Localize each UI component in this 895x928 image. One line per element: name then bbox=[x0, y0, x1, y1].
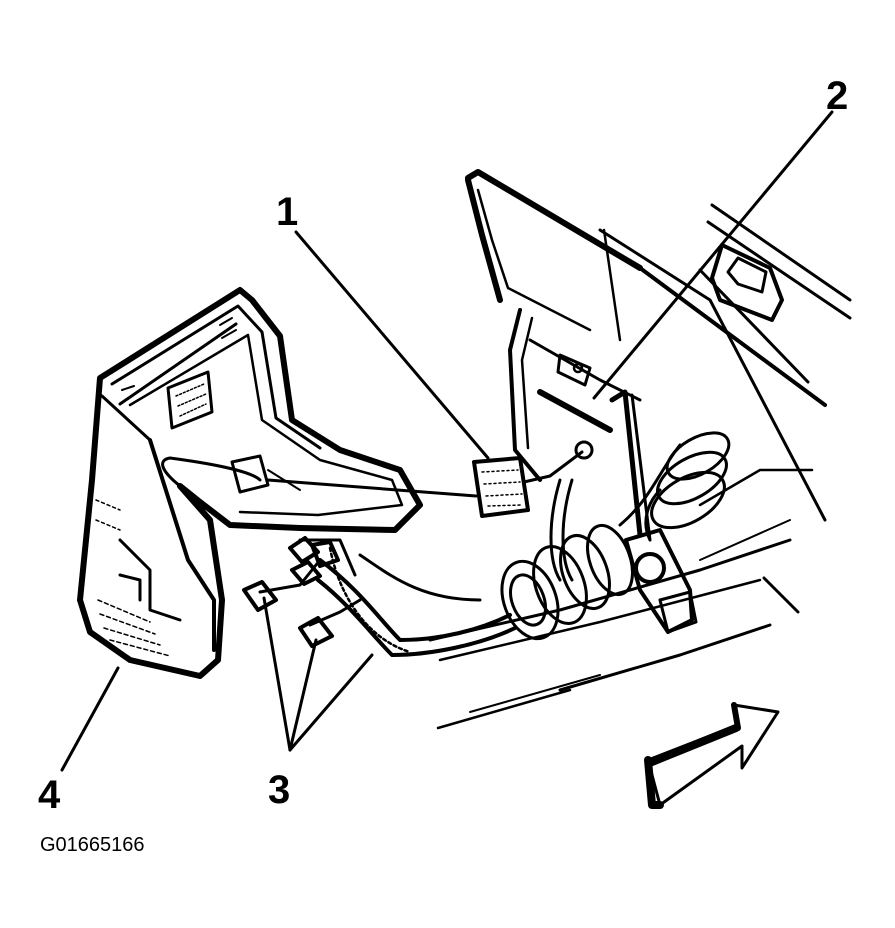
corrugated-conduit bbox=[500, 431, 731, 641]
leader-line-2 bbox=[592, 110, 834, 400]
kick-panel bbox=[77, 287, 423, 679]
callout-4: 4 bbox=[38, 773, 61, 817]
connector-c bbox=[288, 536, 340, 586]
harness-bracket bbox=[609, 389, 698, 634]
connector-b bbox=[298, 616, 334, 648]
vehicle-body bbox=[428, 169, 852, 730]
callout-3: 3 bbox=[268, 768, 291, 812]
leader-line-3b bbox=[288, 638, 318, 752]
callout-2: 2 bbox=[826, 74, 849, 118]
leader-line-1 bbox=[294, 230, 490, 460]
leader-line-3c bbox=[288, 653, 374, 752]
callout-1: 1 bbox=[276, 190, 299, 234]
grommet-pad bbox=[472, 440, 594, 518]
front-direction-arrow-icon bbox=[644, 702, 780, 809]
leader-line-3a bbox=[262, 596, 292, 752]
leader-line-4 bbox=[60, 666, 120, 772]
connector-a bbox=[242, 580, 278, 612]
figure-id: G01665166 bbox=[40, 834, 145, 856]
pad-leader-line bbox=[266, 478, 478, 498]
